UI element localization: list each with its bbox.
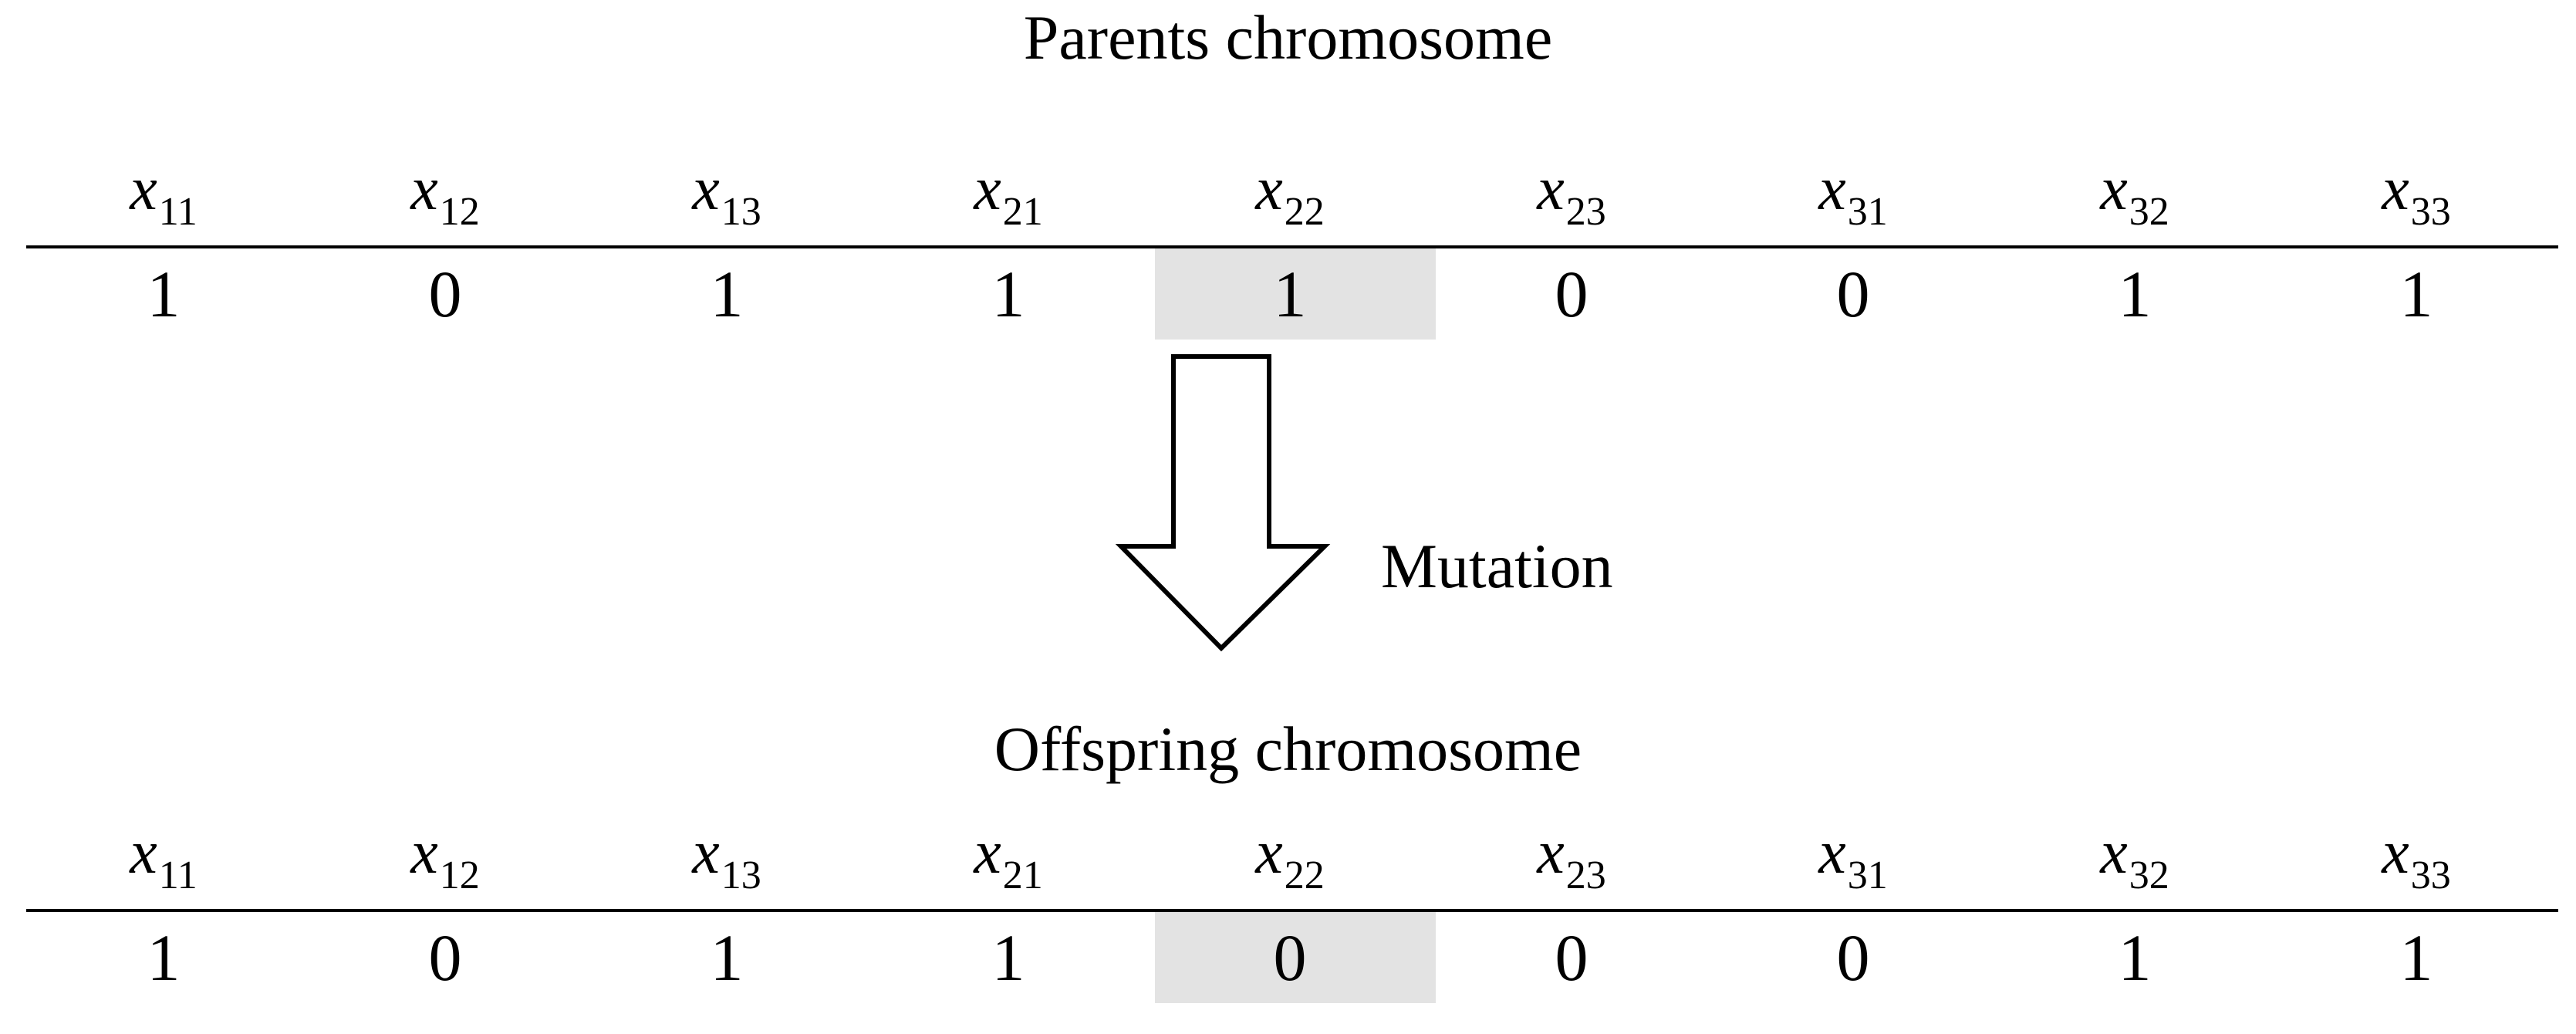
offspring-divider-line bbox=[26, 909, 2558, 912]
gene-label: x21 bbox=[974, 819, 1043, 897]
gene-value: 1 bbox=[147, 257, 181, 331]
gene-value: 0 bbox=[1836, 921, 1870, 995]
gene-label: x21 bbox=[974, 155, 1043, 234]
gene-value: 1 bbox=[2118, 257, 2152, 331]
parents-chromosome-row: x11 x12 x13 x21 x22 x23 x31 x32 x33 1 0 … bbox=[0, 0, 2576, 340]
gene-label: x31 bbox=[1818, 155, 1888, 234]
gene-label: x11 bbox=[130, 819, 198, 897]
gene-label: x23 bbox=[1537, 819, 1606, 897]
gene-label: x12 bbox=[410, 155, 480, 234]
gene-value: 0 bbox=[1555, 921, 1588, 995]
gene-value: 1 bbox=[710, 257, 744, 331]
gene-value: 1 bbox=[991, 921, 1025, 995]
mutated-gene-value: 0 bbox=[1273, 921, 1307, 995]
gene-value: 1 bbox=[2399, 257, 2433, 331]
gene-value: 1 bbox=[147, 921, 181, 995]
mutated-gene-value: 1 bbox=[1273, 257, 1307, 331]
gene-label: x11 bbox=[130, 155, 198, 234]
gene-label: x33 bbox=[2382, 155, 2451, 234]
gene-label: x22 bbox=[1255, 819, 1325, 897]
gene-value: 1 bbox=[2399, 921, 2433, 995]
gene-label: x12 bbox=[410, 819, 480, 897]
offspring-chromosome-title: Offspring chromosome bbox=[994, 714, 1582, 784]
gene-label: x31 bbox=[1818, 819, 1888, 897]
gene-label: x32 bbox=[2100, 819, 2169, 897]
gene-value: 0 bbox=[428, 257, 462, 331]
gene-label: x32 bbox=[2100, 155, 2169, 234]
gene-label: x13 bbox=[692, 819, 761, 897]
gene-value: 1 bbox=[991, 257, 1025, 331]
gene-label: x33 bbox=[2382, 819, 2451, 897]
mutated-gene-highlight bbox=[1155, 912, 1436, 1003]
down-arrow-icon bbox=[1115, 354, 1331, 652]
gene-value: 0 bbox=[428, 921, 462, 995]
parents-divider-line bbox=[26, 245, 2558, 248]
gene-value: 1 bbox=[710, 921, 744, 995]
gene-label: x22 bbox=[1255, 155, 1325, 234]
gene-label: x13 bbox=[692, 155, 761, 234]
mutated-gene-highlight bbox=[1155, 248, 1436, 340]
gene-label: x23 bbox=[1537, 155, 1606, 234]
parents-chromosome-title: Parents chromosome bbox=[1023, 2, 1553, 73]
gene-value: 1 bbox=[2118, 921, 2152, 995]
mutation-label: Mutation bbox=[1381, 531, 1613, 601]
gene-value: 0 bbox=[1836, 257, 1870, 331]
gene-value: 0 bbox=[1555, 257, 1588, 331]
